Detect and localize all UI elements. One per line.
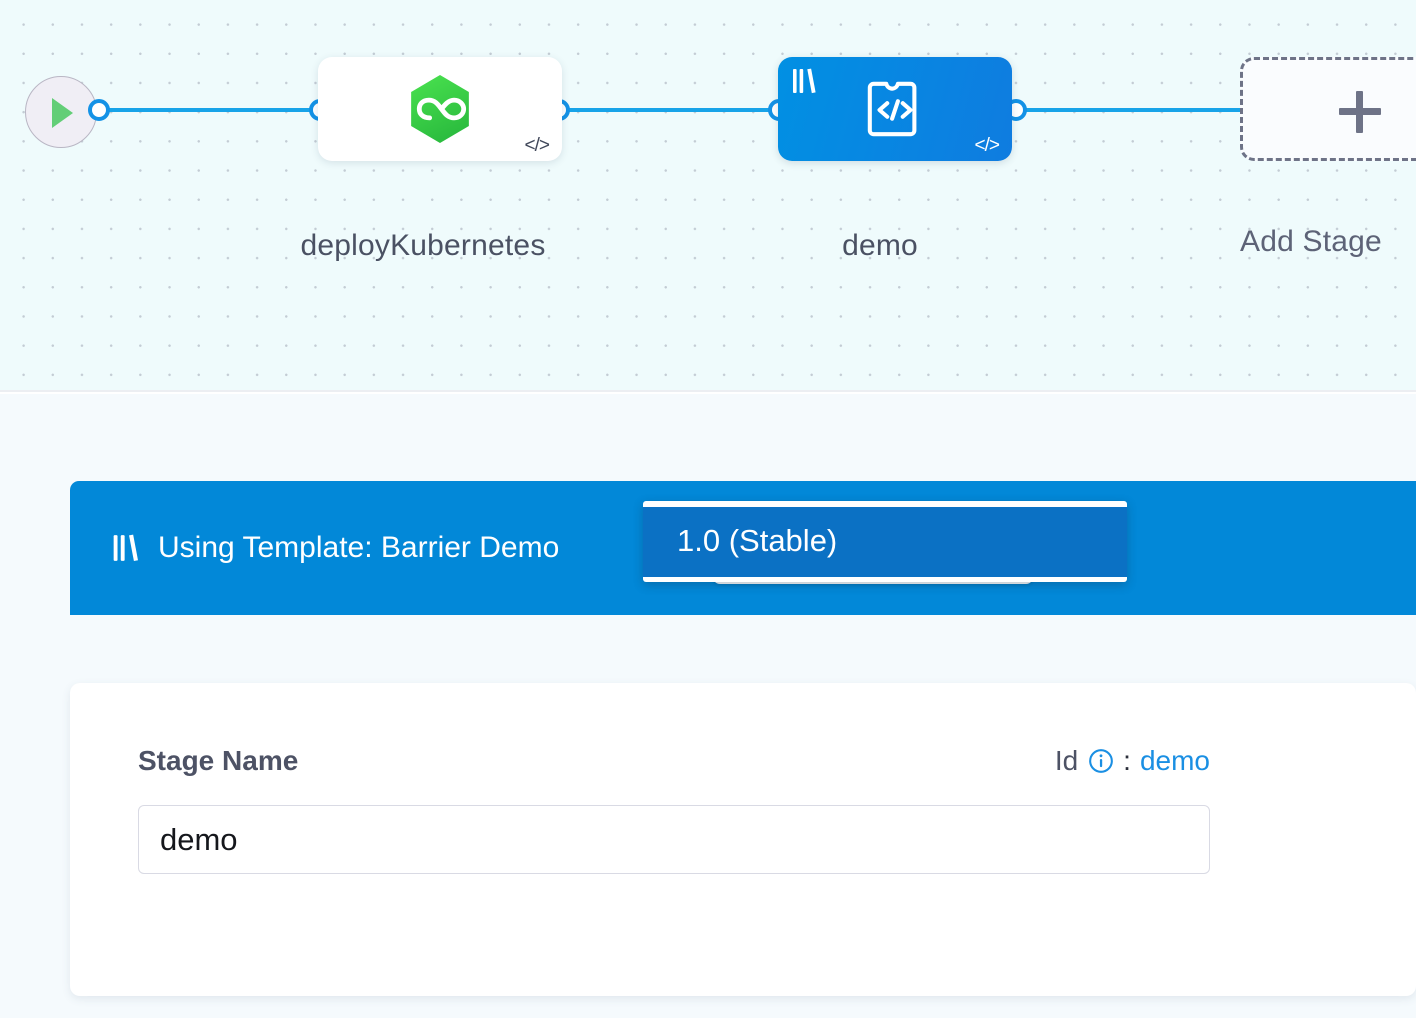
kubernetes-deploy-hexagon-icon (411, 74, 469, 144)
connector-line-start-to-deploykubernetes (100, 108, 325, 112)
connector-dot-start-output[interactable] (88, 99, 110, 121)
connector-line-deploykubernetes-to-demo (555, 108, 785, 112)
template-library-icon (113, 534, 138, 562)
stage-overview-form-card: Stage Name Id : demo (70, 683, 1416, 996)
connector-line-demo-to-add-stage (1010, 108, 1250, 112)
play-icon (52, 98, 73, 128)
info-circle-icon[interactable] (1088, 748, 1114, 774)
stage-id-value: demo (1139, 745, 1210, 776)
pipeline-start-node[interactable] (25, 76, 97, 148)
stage-node-demo[interactable]: </> (778, 57, 1012, 161)
version-dropdown-option-1-0-stable[interactable]: 1.0 (Stable) (643, 507, 1127, 577)
code-badge-icon: </> (974, 135, 1001, 156)
stage-name-input[interactable] (138, 805, 1210, 874)
add-stage-label: Add Stage (1240, 225, 1382, 258)
template-library-icon (793, 68, 816, 94)
stage-label-deploykubernetes: deployKubernetes (300, 229, 546, 262)
plus-icon (1339, 91, 1381, 133)
add-stage-node[interactable] (1240, 57, 1416, 161)
stage-label-demo: demo (842, 229, 918, 262)
template-version-dropdown-menu[interactable]: 1.0 (Stable) (643, 501, 1127, 582)
stage-id-group: Id : demo (1055, 745, 1210, 777)
custom-stage-code-icon (867, 81, 917, 137)
pipeline-canvas[interactable]: </> </> deployKubernetes demo Add Stage (0, 0, 1416, 392)
stage-name-label: Stage Name (138, 745, 299, 776)
code-badge-icon: </> (524, 135, 551, 156)
using-template-label: Using Template: Barrier Demo (158, 531, 560, 564)
stage-id-label: Id (1054, 745, 1079, 776)
stage-details-panel: Using Template: Barrier Demo 1.0 STABLE … (0, 394, 1416, 1018)
stage-name-header-row: Stage Name Id : demo (138, 745, 1210, 777)
stage-id-separator: : (1123, 745, 1131, 776)
stage-node-deploykubernetes[interactable]: </> (318, 57, 562, 161)
